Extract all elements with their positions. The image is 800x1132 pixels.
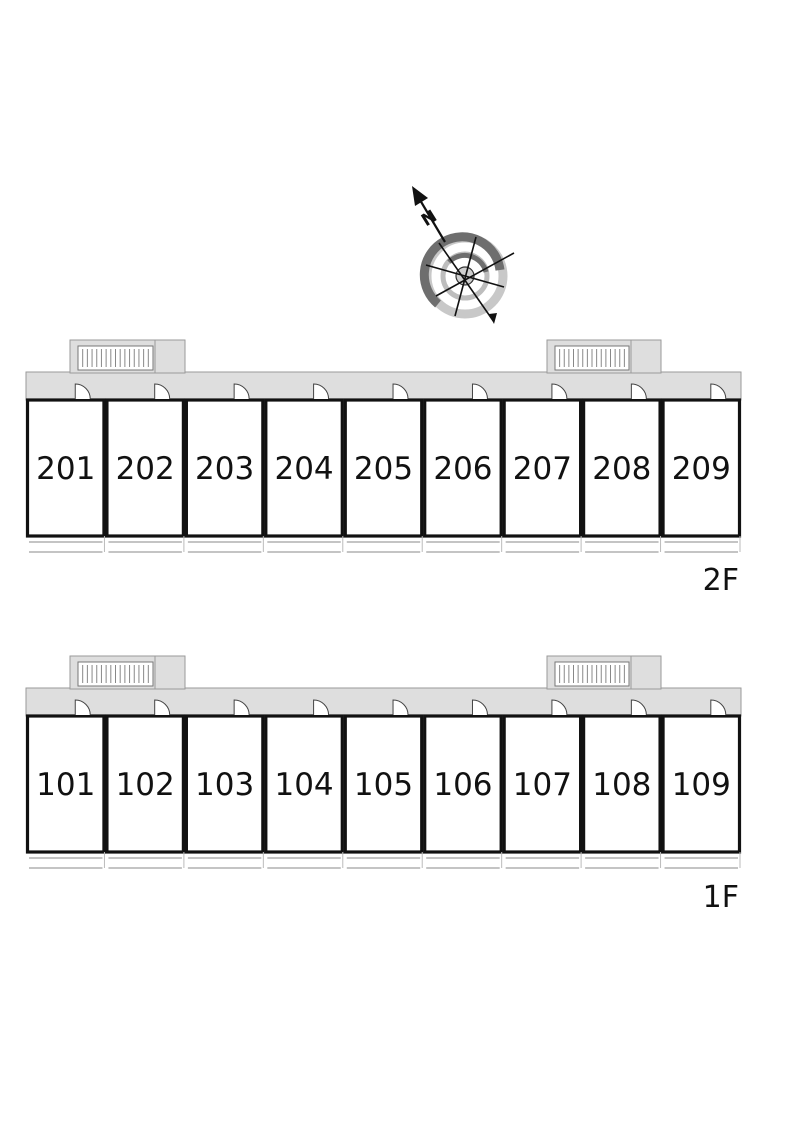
door-icon xyxy=(154,699,171,716)
unit-103[interactable]: 103 xyxy=(184,699,265,869)
unit-number-label: 106 xyxy=(433,767,492,803)
balcony-rail xyxy=(346,536,423,553)
balcony-rail xyxy=(187,852,264,869)
balcony-rail xyxy=(29,536,105,553)
unit-number-label: 107 xyxy=(513,767,572,803)
unit-109[interactable]: 109 xyxy=(661,699,742,869)
balcony-rail xyxy=(505,852,582,869)
unit-number-label: 101 xyxy=(36,767,95,803)
door-icon xyxy=(630,699,647,716)
unit-number-label: 105 xyxy=(354,767,413,803)
floor-label: 1F xyxy=(703,880,739,915)
door-icon xyxy=(233,699,250,716)
floor-label: 2F xyxy=(703,563,739,598)
unit-number-label: 209 xyxy=(672,451,731,487)
balcony-rail xyxy=(426,852,503,869)
door-icon xyxy=(392,699,409,716)
floor-1F: 101 102 103 104 105 106 107 108 109 1F xyxy=(25,655,742,915)
door-icon xyxy=(74,383,91,400)
unit-101[interactable]: 101 xyxy=(25,699,106,869)
unit-number-label: 109 xyxy=(672,767,731,803)
unit-207[interactable]: 207 xyxy=(502,383,583,553)
door-icon xyxy=(551,383,568,400)
door-icon xyxy=(630,383,647,400)
balcony-rail xyxy=(29,852,105,869)
door-icon xyxy=(313,383,330,400)
door-icon xyxy=(471,383,488,400)
door-icon xyxy=(313,699,330,716)
unit-201[interactable]: 201 xyxy=(25,383,106,553)
unit-number-label: 202 xyxy=(116,451,175,487)
balcony-rail xyxy=(505,536,582,553)
unit-203[interactable]: 203 xyxy=(184,383,265,553)
unit-number-label: 201 xyxy=(36,451,95,487)
balcony-rail xyxy=(187,536,264,553)
unit-105[interactable]: 105 xyxy=(343,699,424,869)
unit-209[interactable]: 209 xyxy=(661,383,742,553)
door-icon xyxy=(74,699,91,716)
unit-205[interactable]: 205 xyxy=(343,383,424,553)
balcony-rail xyxy=(267,536,344,553)
balcony-rail xyxy=(426,536,503,553)
balcony-rail xyxy=(267,852,344,869)
stairwell-left xyxy=(69,655,186,690)
floor-2F: 201 202 203 204 205 206 207 208 209 2F xyxy=(25,339,742,598)
door-icon xyxy=(551,699,568,716)
unit-number-label: 102 xyxy=(116,767,175,803)
door-icon xyxy=(710,699,727,716)
corridor xyxy=(25,687,742,717)
door-icon xyxy=(471,699,488,716)
balcony-rail xyxy=(585,852,662,869)
unit-204[interactable]: 204 xyxy=(264,383,344,553)
stairwell-right xyxy=(546,655,662,690)
balcony-rail xyxy=(585,536,662,553)
unit-102[interactable]: 102 xyxy=(105,699,185,869)
unit-number-label: 205 xyxy=(354,451,413,487)
stairwell-right xyxy=(546,339,662,374)
unit-106[interactable]: 106 xyxy=(423,699,503,869)
unit-number-label: 203 xyxy=(195,451,254,487)
door-icon xyxy=(392,383,409,400)
unit-104[interactable]: 104 xyxy=(264,699,344,869)
unit-number-label: 103 xyxy=(195,767,254,803)
unit-108[interactable]: 108 xyxy=(582,699,662,869)
door-icon xyxy=(710,383,727,400)
unit-number-label: 208 xyxy=(592,451,651,487)
unit-number-label: 204 xyxy=(274,451,333,487)
unit-206[interactable]: 206 xyxy=(423,383,503,553)
unit-number-label: 206 xyxy=(433,451,492,487)
unit-number-label: 207 xyxy=(513,451,572,487)
door-icon xyxy=(233,383,250,400)
compass-rose-icon xyxy=(412,186,515,324)
stairwell-left xyxy=(69,339,186,374)
balcony-rail xyxy=(664,536,741,553)
balcony-rail xyxy=(108,852,185,869)
unit-number-label: 104 xyxy=(274,767,333,803)
balcony-rail xyxy=(108,536,185,553)
unit-202[interactable]: 202 xyxy=(105,383,185,553)
unit-208[interactable]: 208 xyxy=(582,383,662,553)
unit-107[interactable]: 107 xyxy=(502,699,583,869)
balcony-rail xyxy=(664,852,741,869)
door-icon xyxy=(154,383,171,400)
balcony-rail xyxy=(346,852,423,869)
unit-number-label: 108 xyxy=(592,767,651,803)
